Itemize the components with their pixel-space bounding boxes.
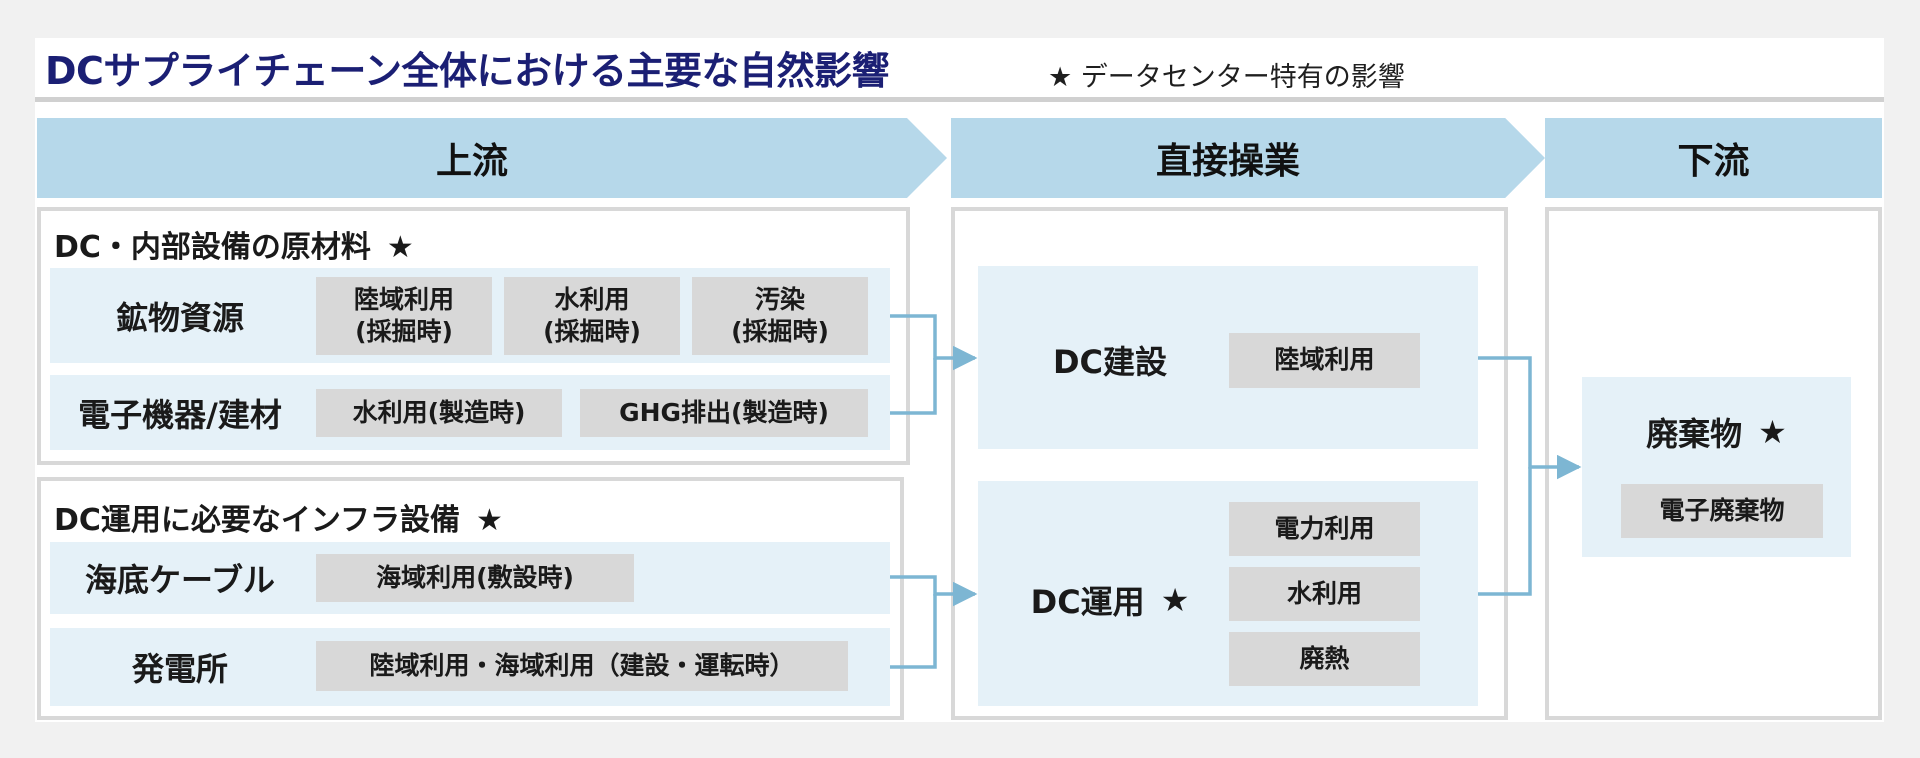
power-plant-tag-land-sea-use: 陸域利用・海域利用（建設・運転時） (316, 641, 848, 691)
operation-label-text: DC運用 (1030, 583, 1145, 621)
operation-star-icon: ★ (1160, 581, 1190, 619)
waste-label-text: 廃棄物 (1646, 415, 1743, 453)
operation-tag-water-use: 水利用 (1229, 567, 1420, 621)
stage-direct-label: 直接操業 (1155, 141, 1300, 182)
minerals-tag-pollution: 汚染 (採掘時) (692, 277, 868, 355)
stage-direct-header: 直接操業 (951, 118, 1545, 198)
materials-star-icon: ★ (386, 230, 414, 265)
minerals-row-label: 鉱物資源 (115, 298, 244, 337)
waste-star-icon: ★ (1758, 413, 1787, 451)
infra-star-icon: ★ (476, 503, 503, 538)
minerals-tag-land-use: 陸域利用 (採掘時) (316, 277, 492, 355)
arrow-cable-to-operation (890, 575, 978, 607)
arrow-construction-to-waste (1478, 356, 1582, 480)
operation-tag-waste-heat: 廃熱 (1229, 632, 1420, 686)
waste-tag-e-waste: 電子廃棄物 (1621, 484, 1823, 538)
cable-row-label: 海底ケーブル (84, 561, 276, 599)
stage-upstream-label: 上流 (435, 141, 508, 182)
arrow-power-plant-to-operation (890, 594, 937, 669)
legend-note: ★ データセンター特有の影響 (1048, 62, 1405, 93)
stage-upstream-header: 上流 (37, 118, 947, 198)
stage-downstream-header: 下流 (1545, 118, 1882, 198)
arrow-electronics-to-construction (890, 358, 937, 415)
arrow-operation-to-waste (1478, 467, 1532, 596)
arrow-minerals-to-construction (890, 314, 978, 371)
electronics-tag-water-use: 水利用(製造時) (316, 389, 562, 437)
construction-label: DC建設 (1052, 343, 1168, 381)
title-divider (35, 97, 1884, 102)
construction-tag-land-use: 陸域利用 (1229, 333, 1420, 388)
electronics-tag-ghg: GHG排出(製造時) (580, 389, 868, 437)
electronics-row-label: 電子機器/建材 (78, 395, 282, 434)
stage-downstream-label: 下流 (1677, 141, 1750, 182)
operation-tag-power-use: 電力利用 (1229, 502, 1420, 556)
materials-group-title-text: DC・内部設備の原材料 (54, 230, 371, 265)
operation-label: DC運用 ★ (1000, 570, 1220, 630)
infra-group-title-text: DC運用に必要なインフラ設備 (54, 503, 461, 538)
minerals-tag-water-use: 水利用 (採掘時) (504, 277, 680, 355)
cable-tag-sea-use: 海域利用(敷設時) (316, 554, 634, 602)
infra-group-title: DC運用に必要なインフラ設備 ★ (54, 495, 503, 539)
waste-label: 廃棄物 ★ (1582, 402, 1851, 462)
power-plant-row-label: 発電所 (131, 650, 228, 688)
materials-group-title: DC・内部設備の原材料 ★ (54, 222, 414, 266)
page-title: DCサプライチェーン全体における主要な自然影響 (45, 49, 890, 93)
